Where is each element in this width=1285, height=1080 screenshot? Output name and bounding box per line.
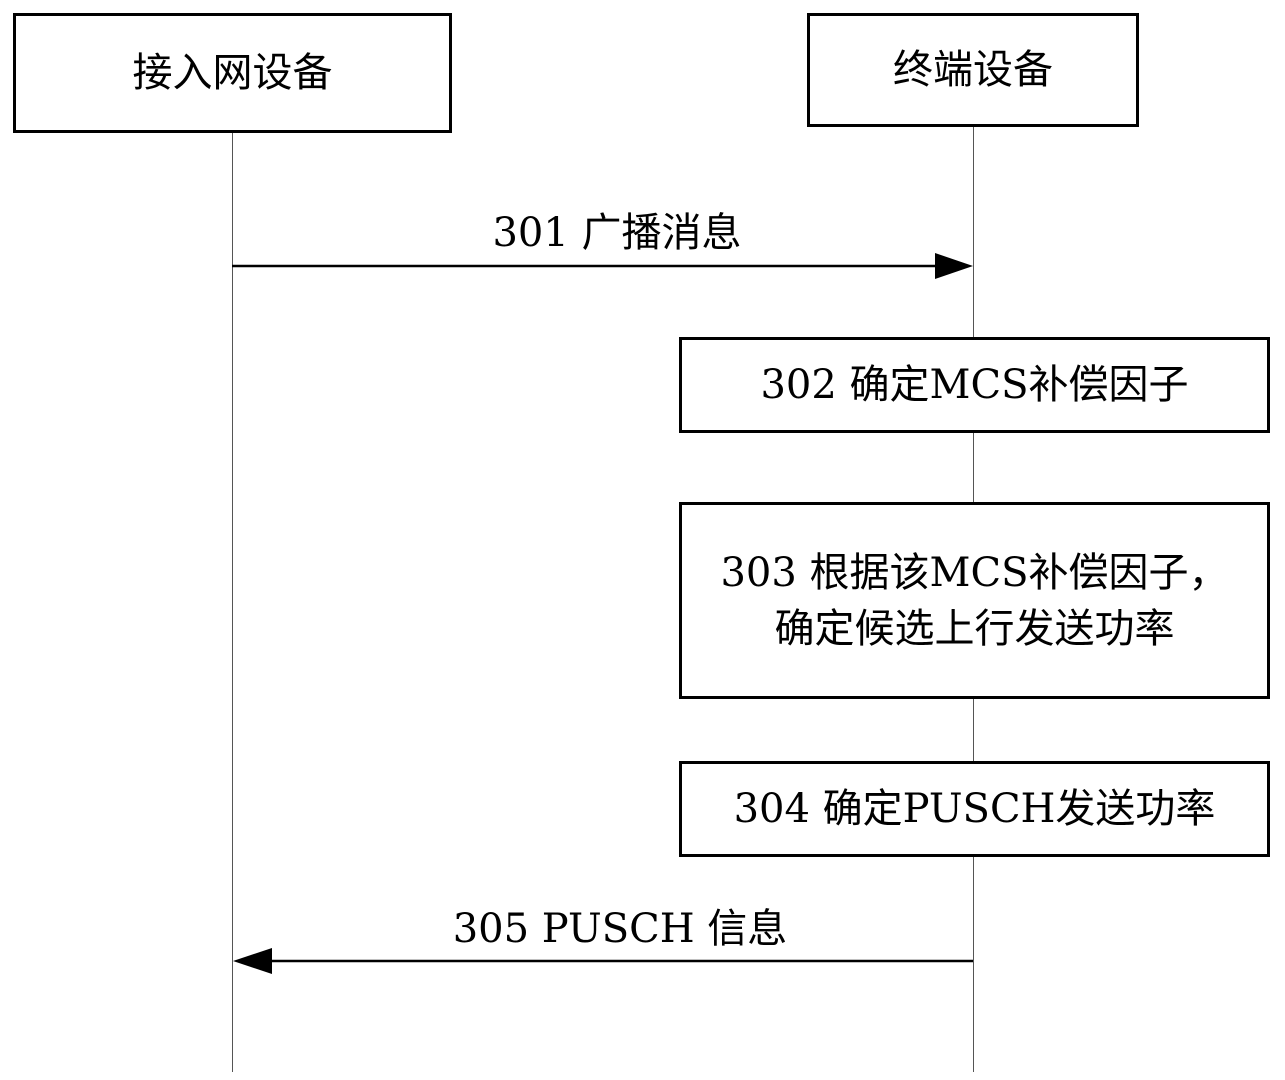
participant-access-network-label: 接入网设备 [132, 50, 333, 96]
participant-terminal: 终端设备 [807, 13, 1139, 127]
step-303: 303 根据该MCS补偿因子，确定候选上行发送功率 [679, 502, 1270, 699]
step-304: 304 确定PUSCH发送功率 [679, 761, 1270, 857]
step-302-label: 302 确定MCS补偿因子 [760, 362, 1189, 408]
message-arrow-305 [233, 948, 973, 974]
message-label-301: 301 广播消息 [492, 210, 742, 256]
participant-access-network: 接入网设备 [13, 13, 452, 133]
lifeline-access-network [232, 132, 233, 1072]
message-label-305: 305 PUSCH 信息 [452, 906, 788, 952]
step-302: 302 确定MCS补偿因子 [679, 337, 1270, 433]
step-303-label: 303 根据该MCS补偿因子，确定候选上行发送功率 [720, 549, 1229, 652]
message-arrow-301 [232, 253, 973, 279]
step-304-label: 304 确定PUSCH发送功率 [733, 786, 1216, 832]
participant-terminal-label: 终端设备 [893, 47, 1053, 93]
